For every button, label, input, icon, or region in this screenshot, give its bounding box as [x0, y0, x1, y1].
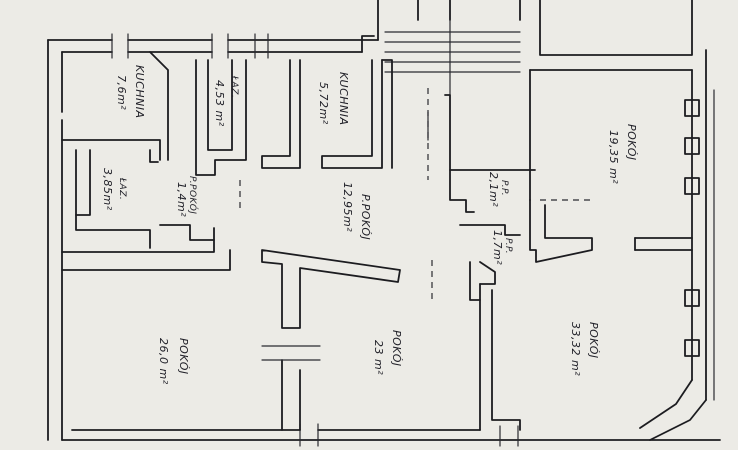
room-kuchnia-2: KUCHNIA 5,72m² — [317, 72, 350, 126]
room-area: 1,4m² — [175, 182, 188, 217]
room-name: P.POKÓJ — [359, 194, 372, 240]
room-przedpokoj-1: P.POKÓJ 1,4m² — [175, 176, 199, 217]
room-name: ŁAZ. — [117, 177, 127, 200]
room-area: 3,85m² — [101, 168, 114, 211]
room-lazienka-2: ŁAZ. 3,85m² — [101, 168, 127, 211]
room-name: ŁAZ. — [229, 75, 239, 98]
outer-walls — [47, 33, 721, 447]
room-area: 26,0 m² — [157, 338, 170, 385]
stairwell — [361, 0, 693, 201]
room-area: 5,72m² — [317, 82, 330, 125]
room-name: POKÓJ — [625, 124, 638, 161]
room-name: POKÓJ — [587, 322, 600, 359]
room-pokoj-4: POKÓJ 33,32 m² — [569, 322, 600, 376]
room-name: P.POKÓJ — [187, 176, 199, 214]
room-name: POKÓJ — [390, 330, 403, 367]
room-area: 1,7m² — [491, 230, 504, 265]
room-area: 7,6m² — [115, 75, 128, 110]
interior-walls — [61, 51, 693, 431]
room-area: 4,53 m² — [213, 80, 226, 127]
room-kuchnia-1: KUCHNIA 7,6m² — [115, 65, 146, 119]
room-pp-1: P.P. 2,1m² — [487, 172, 509, 207]
room-pokoj-2: POKÓJ 26,0 m² — [157, 338, 190, 385]
room-name: KUCHNIA — [133, 65, 146, 119]
room-name: POKÓJ — [177, 338, 190, 375]
room-name: KUCHNIA — [337, 72, 350, 126]
room-pp-2: P.P. 1,7m² — [491, 230, 513, 265]
room-area: 23 m² — [372, 340, 385, 375]
room-area: 19,35 m² — [607, 130, 620, 184]
room-name: P.P. — [503, 238, 513, 254]
room-pokoj-3: POKÓJ 23 m² — [372, 330, 403, 375]
room-area: 33,32 m² — [569, 322, 582, 376]
room-name: P.P. — [499, 180, 509, 196]
room-przedpokoj-2: P.POKÓJ 12,95m² — [341, 182, 372, 240]
room-area: 2,1m² — [487, 172, 500, 207]
room-pokoj-1: POKÓJ 19,35 m² — [607, 124, 638, 184]
room-lazienka-1: ŁAZ. 4,53 m² — [213, 75, 239, 127]
room-area: 12,95m² — [341, 182, 354, 232]
